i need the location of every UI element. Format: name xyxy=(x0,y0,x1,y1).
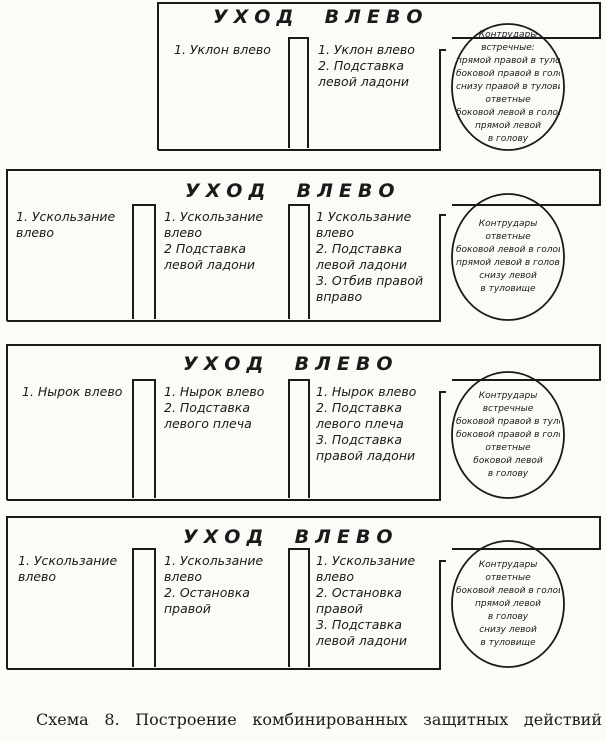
counterattack-line: в голову xyxy=(487,468,529,479)
defense-step: 1. Нырок влево xyxy=(316,384,417,399)
defense-step: 3. Подставка левой ладони xyxy=(316,617,408,648)
scheme-2-column-1: 1. Ускользание влево xyxy=(16,209,134,317)
scheme-2-outline xyxy=(6,169,601,322)
scheme-4-counterattacks: Контрудары ответные боковой левой в голову… xyxy=(456,559,560,650)
counterattack-line: в туловище xyxy=(480,637,536,648)
defense-step: 1. Ускользание влево xyxy=(18,553,118,584)
scheme-4-divider-2 xyxy=(288,548,310,667)
counterattack-line: снизу правой в туловище. xyxy=(456,81,560,92)
defense-step: 1 Ускользание влево xyxy=(316,209,412,240)
counterattack-line: прямой левой xyxy=(475,120,541,131)
scheme-3-header: УХОД ВЛЕВО xyxy=(183,353,399,375)
scheme-4-outline xyxy=(6,516,601,670)
counterattack-line: Контрудары xyxy=(478,29,538,40)
counterattack-line: ответные xyxy=(485,572,531,583)
scheme-3-counterattack-circle xyxy=(451,371,565,499)
scheme-4-counterattack-circle xyxy=(451,540,565,668)
defense-step: 1. Нырок влево xyxy=(164,384,265,399)
scheme-1-column-1: 1. Уклон влево xyxy=(174,42,284,146)
scheme-4-column-1: 1. Ускользание влево xyxy=(18,553,134,665)
counterattack-line: боковой правой в голову. xyxy=(456,429,560,440)
counterattack-line: ответные xyxy=(485,94,531,105)
defense-step: 2 Подставка левой ладони xyxy=(164,241,256,272)
counterattack-line: боковой правой в голову, xyxy=(456,68,560,79)
scheme-4-header: УХОД ВЛЕВО xyxy=(183,526,399,548)
counterattack-line: встречные: xyxy=(481,42,535,53)
counterattack-line: Контрудары xyxy=(478,219,538,229)
defense-step: 1. Ускользание влево xyxy=(164,209,264,240)
counterattack-line: в голову xyxy=(487,611,529,622)
scheme-2-divider-2 xyxy=(288,204,310,319)
scheme-3-divider-1 xyxy=(132,379,156,498)
defense-step: 2. Остановка правой xyxy=(316,585,402,616)
counterattack-line: боковой левой в голову xyxy=(456,107,560,118)
counterattack-line: боковой левой в голову, xyxy=(456,585,560,596)
counterattack-line: Контрудары xyxy=(478,390,538,401)
counterattack-line: ответные xyxy=(485,232,531,242)
figure-caption: Схема 8. Построение комбинированных защи… xyxy=(36,710,602,729)
counterattack-line: прямой правой в туловище xyxy=(456,55,560,66)
scheme-3-column-1: 1. Нырок влево xyxy=(22,384,134,496)
defense-step: 2. Остановка правой xyxy=(164,585,250,616)
counterattack-line: Контрудары xyxy=(478,559,538,570)
defense-step: 3. Подставка правой ладони xyxy=(316,432,416,463)
counterattack-line: боковой левой в голову, xyxy=(456,245,560,255)
counterattack-line: прямой левой в голову, xyxy=(456,258,560,268)
scheme-4-divider-1 xyxy=(132,548,156,667)
scheme-3-counterattacks: Контрудары встречные боковой правой в туло… xyxy=(456,390,560,481)
counterattack-line: снизу левой xyxy=(479,271,537,281)
scheme-1-outline xyxy=(157,2,601,151)
defense-step: 1. Ускользание влево xyxy=(316,553,416,584)
scheme-2-divider-1 xyxy=(132,204,156,319)
scheme-2-counterattack-circle xyxy=(451,193,565,321)
defense-step: 1. Ускользание влево xyxy=(16,209,116,240)
counterattack-line: встречные xyxy=(482,403,534,414)
defense-step: 2. Подставка левого плеча xyxy=(164,400,252,431)
counterattack-line: ответные xyxy=(485,442,531,453)
scheme-3-outline xyxy=(6,344,601,501)
scheme-1-counterattack-circle xyxy=(451,23,565,151)
defense-step: 1. Ускользание влево xyxy=(164,553,264,584)
scheme-3-divider-2 xyxy=(288,379,310,498)
defense-step: 1. Уклон влево xyxy=(174,42,271,57)
scheme-2-counterattacks: Контрудары ответные боковой левой в голову… xyxy=(456,218,560,296)
scheme-1-header: УХОД ВЛЕВО xyxy=(213,6,429,28)
defense-step: 2. Подставка левой ладони xyxy=(318,58,410,89)
scheme-2-header: УХОД ВЛЕВО xyxy=(185,180,401,202)
defense-step: 2. Подставка левого плеча xyxy=(316,400,404,431)
counterattack-line: в голову xyxy=(487,133,529,144)
counterattack-line: в туловище xyxy=(480,284,536,294)
counterattack-line: снизу левой xyxy=(479,624,537,635)
defense-step: 1. Уклон влево xyxy=(318,42,415,57)
scheme-1-divider-1 xyxy=(288,37,309,148)
defense-step: 2. Подставка левой ладони xyxy=(316,241,408,272)
scheme-1-counterattacks: Контрудары встречные: прямой правой в туло… xyxy=(456,29,560,146)
counterattack-line: боковой правой в туловище xyxy=(456,416,560,427)
counterattack-line: прямой левой xyxy=(475,598,541,609)
defense-step: 1. Нырок влево xyxy=(22,384,123,399)
counterattack-line: боковой левой xyxy=(473,455,543,466)
defense-step: 3. Отбив правой вправо xyxy=(316,273,424,304)
